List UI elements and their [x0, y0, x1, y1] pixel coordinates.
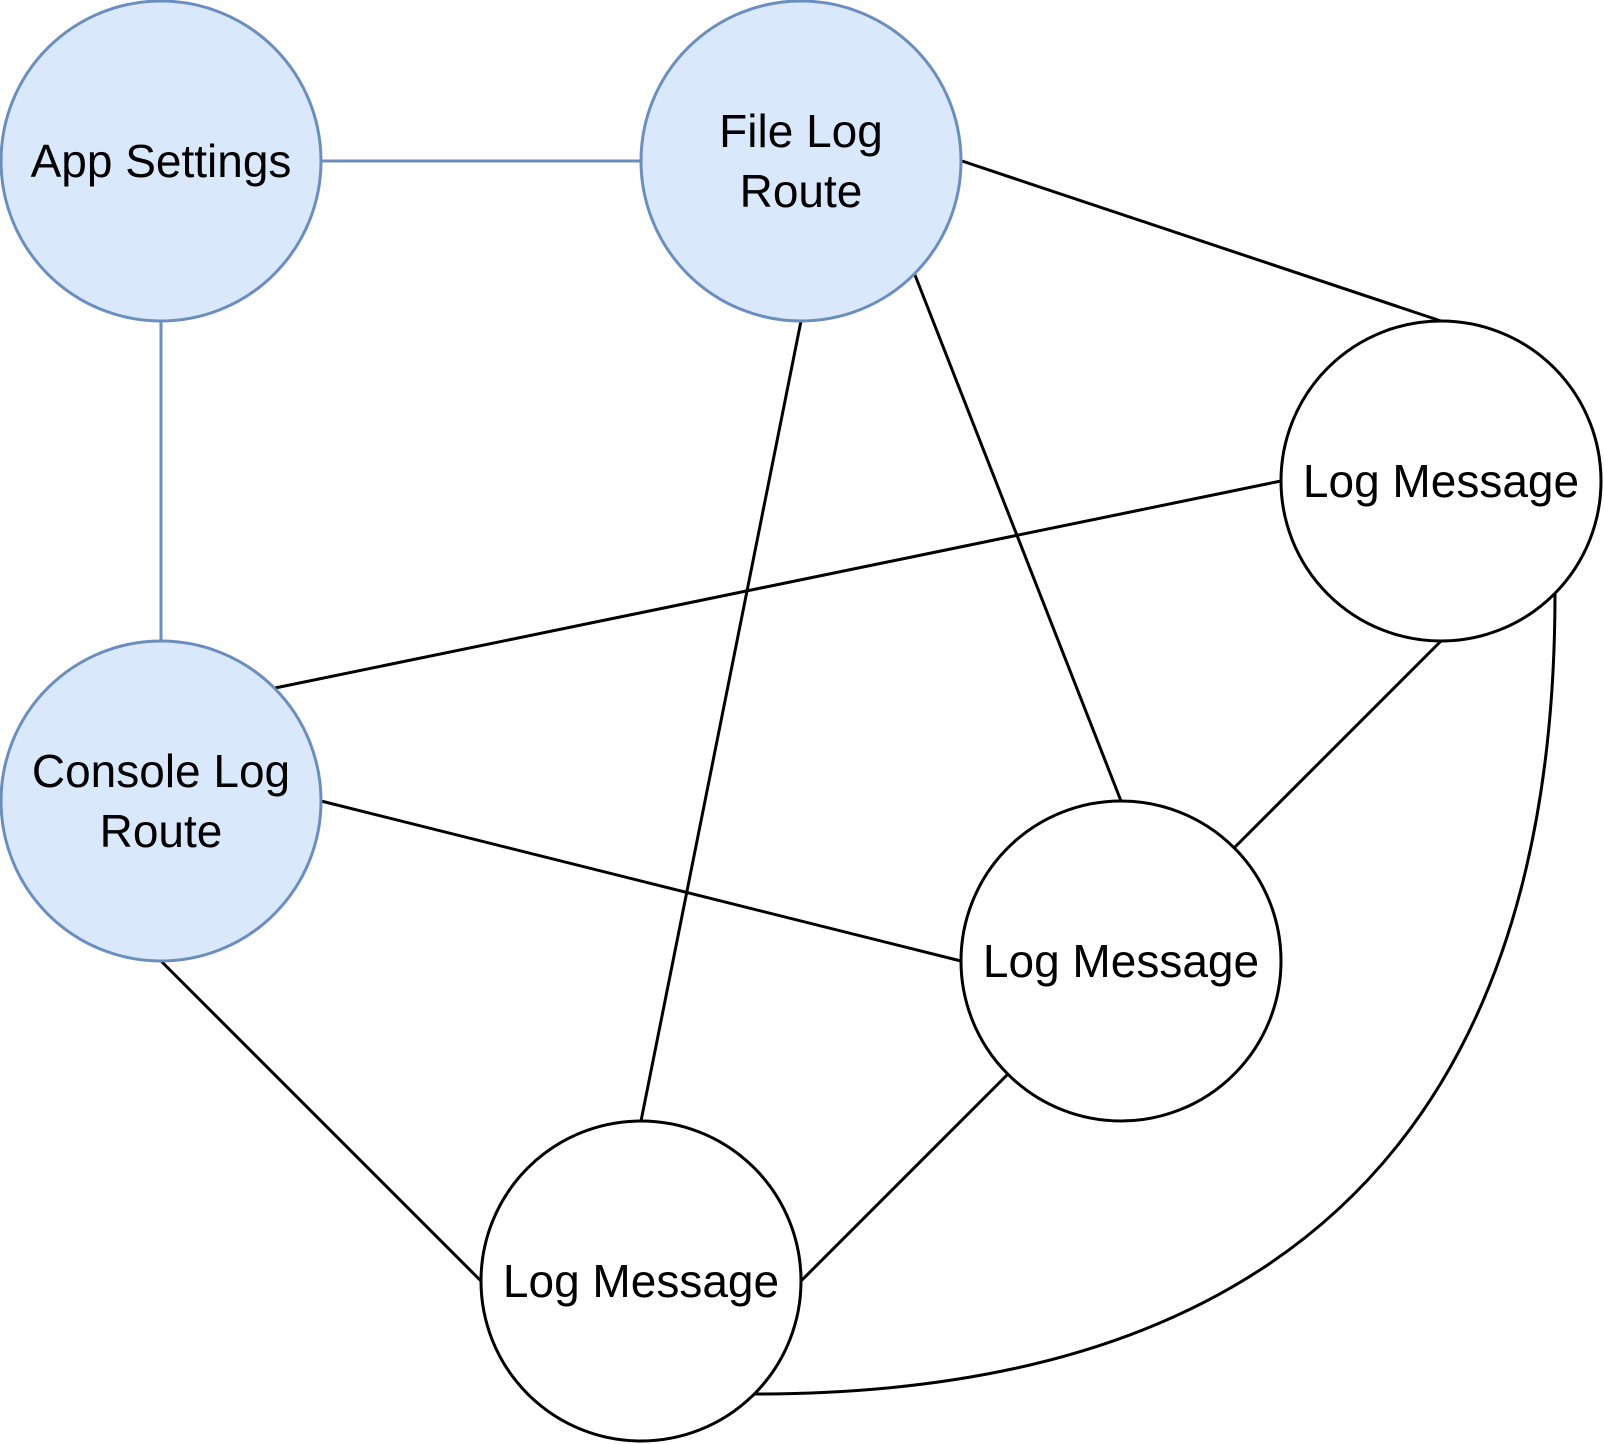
- node-circle-log-message-middle: [959, 799, 1283, 1123]
- edge-console-log-route-to-log-message-bottom: [159, 959, 483, 1283]
- node-label-file-log-route-line-0: File Log: [719, 105, 883, 157]
- edge-file-log-route-to-log-message-middle: [913, 274, 1123, 802]
- node-circle-log-message-bottom: [479, 1119, 803, 1443]
- node-label-console-log-route-line-1: Route: [100, 805, 223, 857]
- node-circle-log-message-right: [1279, 319, 1603, 643]
- node-log-message-bottom: Log Message: [479, 1119, 803, 1443]
- edge-log-message-right-to-log-message-middle: [1233, 639, 1443, 849]
- node-log-message-right: Log Message: [1279, 319, 1603, 643]
- node-circle-console-log-route: [0, 639, 323, 963]
- edge-console-log-route-to-log-message-middle: [320, 799, 962, 963]
- edge-log-message-middle-to-log-message-bottom: [799, 1072, 1010, 1283]
- edge-console-log-route-to-log-message-right: [274, 479, 1282, 690]
- node-label-log-message-bottom-line-0: Log Message: [503, 1255, 779, 1307]
- edge-file-log-route-to-log-message-bottom: [639, 320, 803, 1122]
- edge-file-log-route-to-log-message-right: [961, 159, 1442, 323]
- node-circle-file-log-route: [639, 0, 963, 323]
- node-circle-app-settings: [0, 0, 323, 323]
- node-log-message-middle: Log Message: [959, 799, 1283, 1123]
- edge-log-message-right-to-log-message-bottom: [754, 593, 1557, 1396]
- node-label-log-message-right-line-0: Log Message: [1303, 455, 1579, 507]
- node-label-log-message-middle-line-0: Log Message: [983, 935, 1259, 987]
- node-app-settings: App Settings: [0, 0, 323, 323]
- edges-layer: [159, 159, 1557, 1396]
- node-label-console-log-route-line-0: Console Log: [32, 745, 290, 797]
- node-label-file-log-route-line-1: Route: [740, 165, 863, 217]
- node-label-app-settings-line-0: App Settings: [31, 135, 292, 187]
